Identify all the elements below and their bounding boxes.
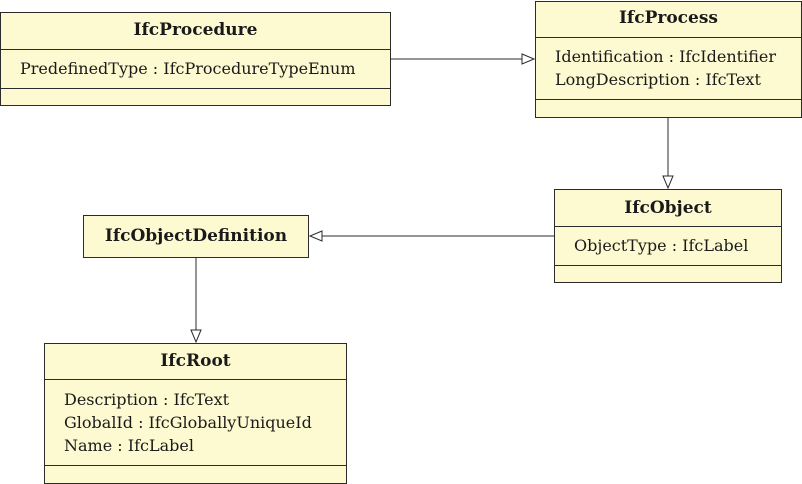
attribute: Identification : IfcIdentifier [555, 47, 776, 66]
attribute-compartment: ObjectType : IfcLabel [555, 227, 781, 266]
attribute: Name : IfcLabel [64, 436, 194, 455]
generalization-objdef-root-arrowhead [190, 329, 202, 344]
class-name: IfcRoot [45, 344, 346, 380]
attribute-compartment: Identification : IfcIdentifier LongDescr… [536, 38, 801, 100]
attribute-compartment: Description : IfcText GlobalId : IfcGlob… [45, 380, 346, 466]
attribute: LongDescription : IfcText [555, 70, 761, 89]
class-ifcprocedure: IfcProcedure PredefinedType : IfcProcedu… [0, 12, 391, 106]
generalization-procedure-process-arrowhead [521, 53, 536, 65]
generalization-process-object-arrowhead [662, 175, 674, 190]
class-ifcroot: IfcRoot Description : IfcText GlobalId :… [44, 343, 347, 484]
class-ifcobjectdefinition: IfcObjectDefinition [83, 215, 309, 258]
class-name: IfcProcess [536, 2, 801, 38]
class-ifcobject: IfcObject ObjectType : IfcLabel [554, 189, 782, 283]
class-ifcprocess: IfcProcess Identification : IfcIdentifie… [535, 1, 802, 118]
class-name: IfcObject [555, 190, 781, 227]
attribute-compartment: PredefinedType : IfcProcedureTypeEnum [1, 50, 390, 89]
class-name: IfcObjectDefinition [104, 226, 288, 246]
generalization-object-objdef-arrowhead [308, 230, 323, 242]
attribute: GlobalId : IfcGloballyUniqueId [64, 413, 312, 432]
attribute: ObjectType : IfcLabel [574, 236, 749, 255]
attribute: PredefinedType : IfcProcedureTypeEnum [20, 59, 356, 78]
attribute: Description : IfcText [64, 390, 230, 409]
class-name: IfcProcedure [1, 13, 390, 50]
